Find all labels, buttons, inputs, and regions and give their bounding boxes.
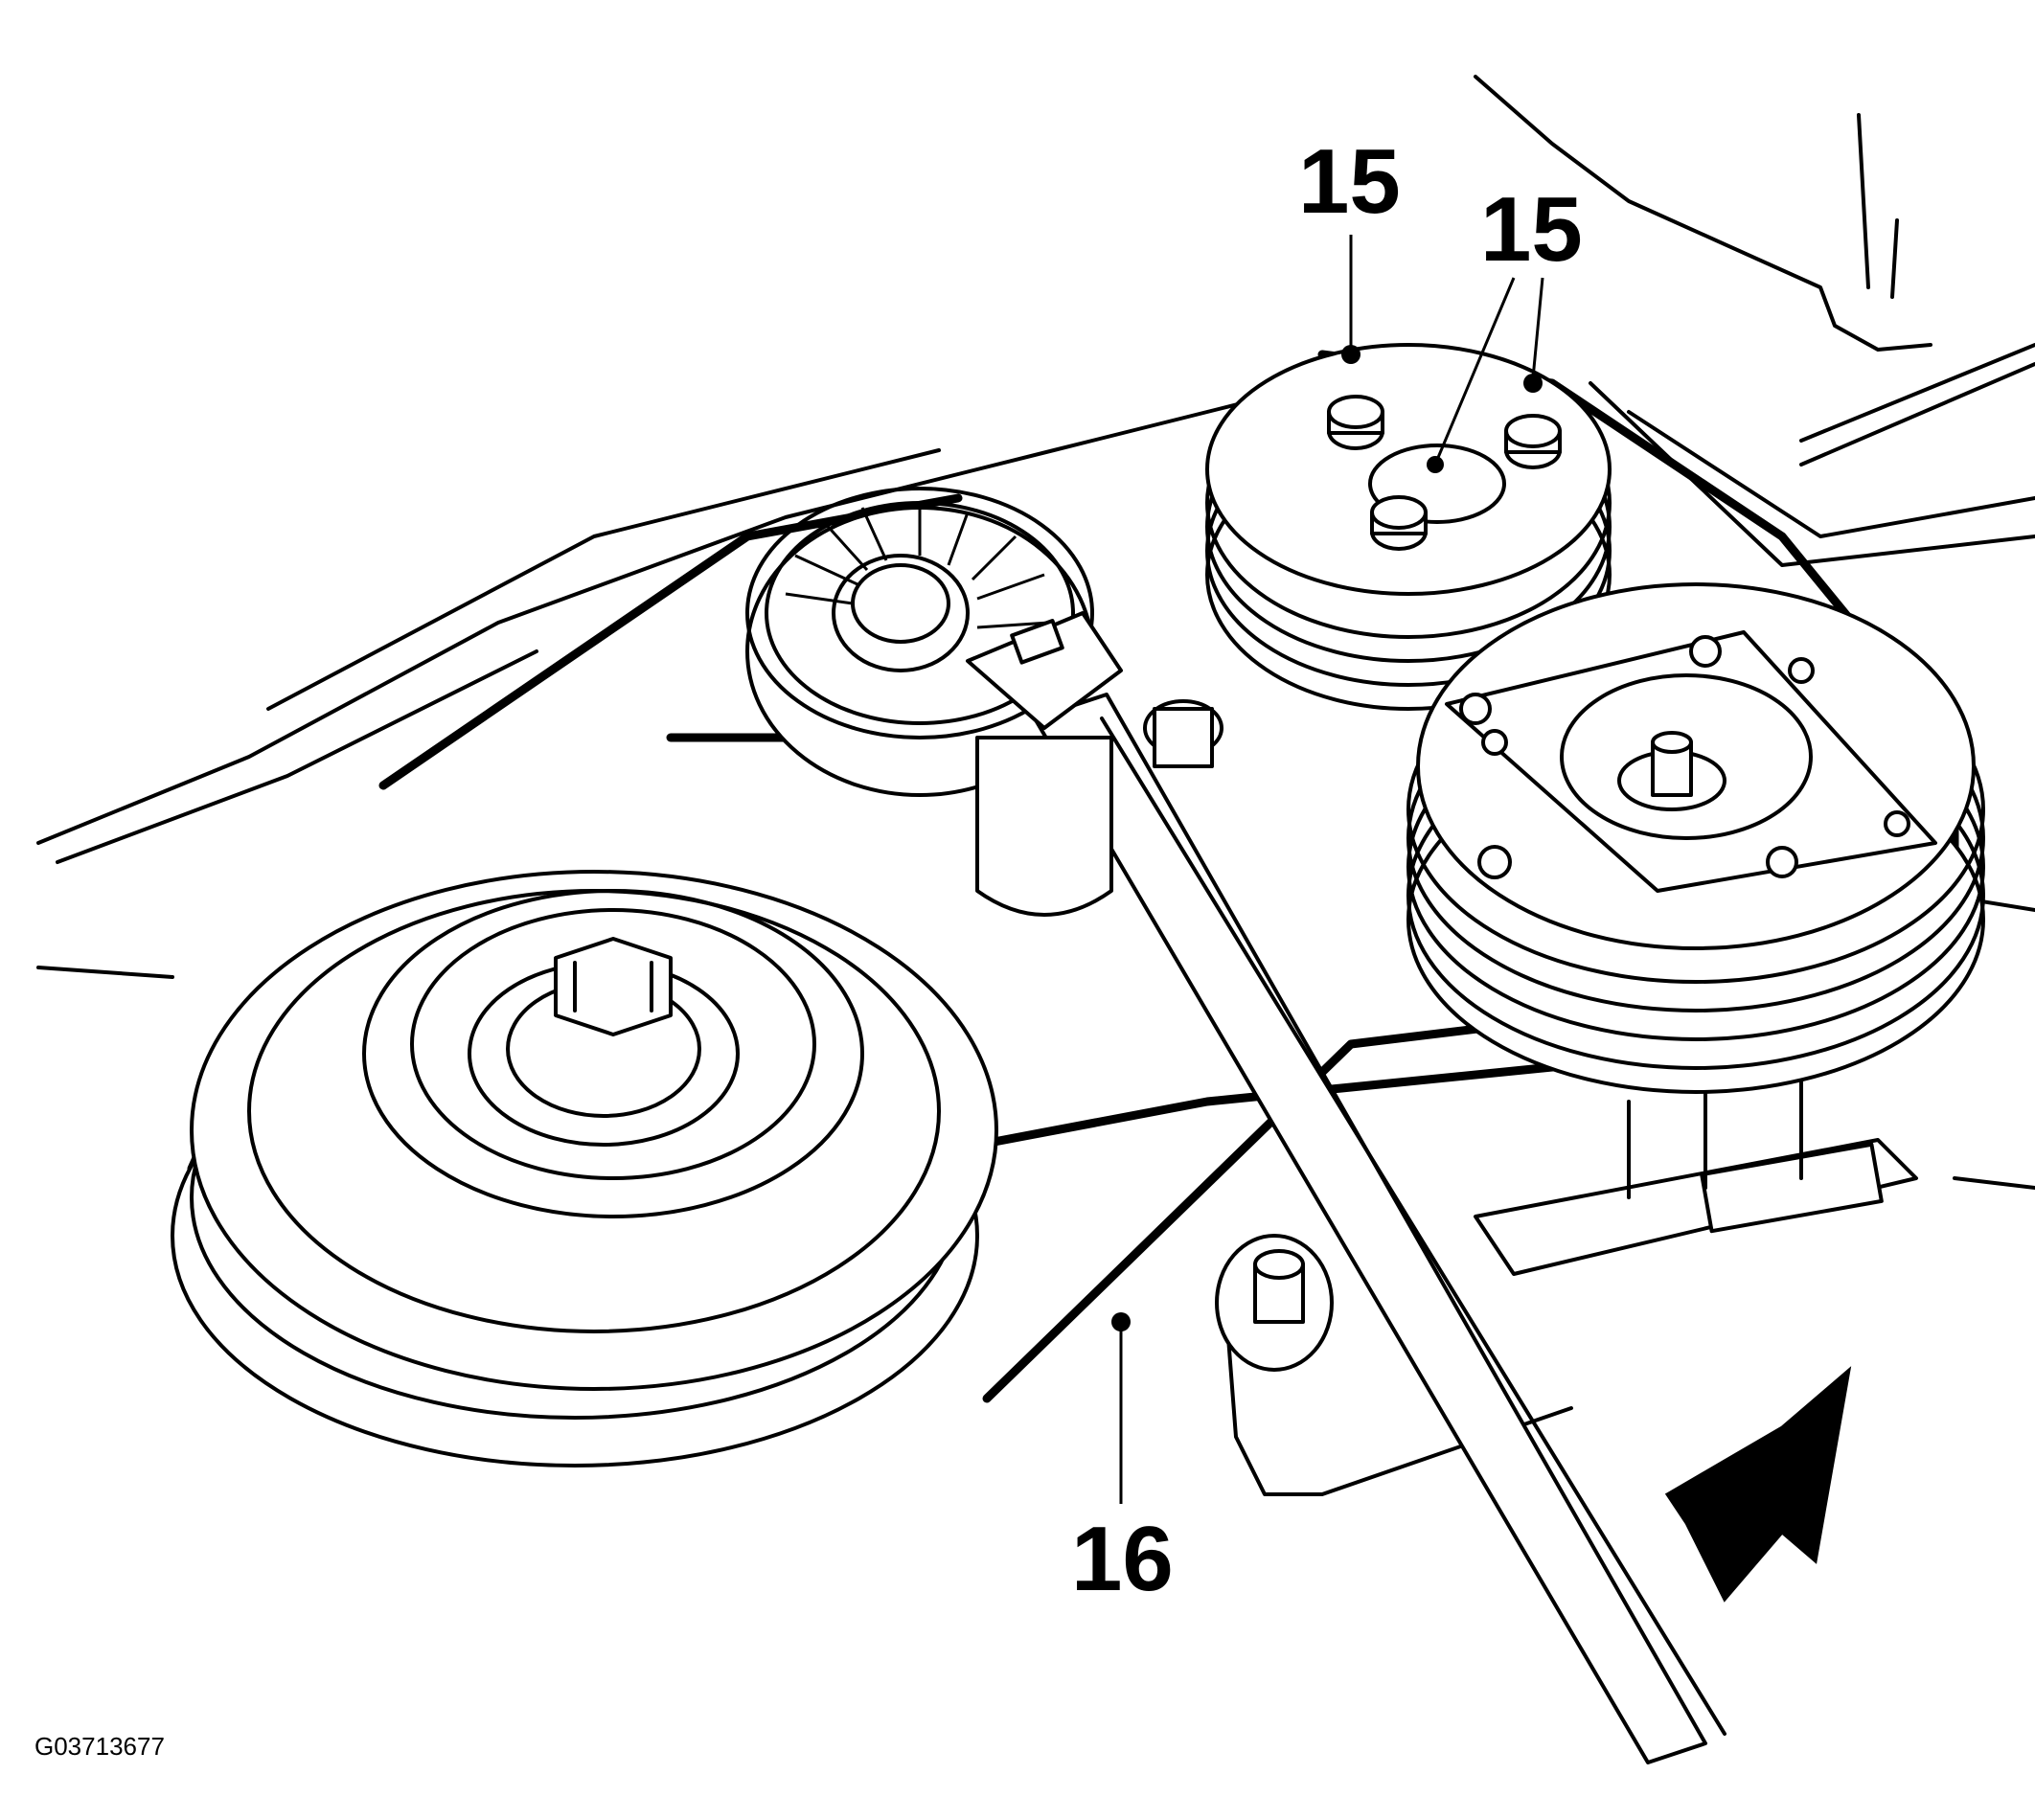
mounting-bolt	[1327, 395, 1384, 450]
direction-arrow	[1664, 1366, 1852, 1603]
drive-pulley	[171, 870, 998, 1467]
callout-15-right: 15	[1480, 178, 1583, 281]
clutch-pulley	[1406, 582, 1985, 1094]
callout-16: 16	[1071, 1508, 1174, 1610]
idler-pulley	[745, 487, 1094, 797]
wrench-bar	[966, 611, 1726, 1764]
pulley-hex-nut	[554, 937, 673, 1036]
figure-code: G03713677	[34, 1732, 165, 1761]
callout-leaders	[1111, 235, 1544, 1504]
callout-15-left: 15	[1298, 130, 1401, 233]
mounting-bolt	[1370, 495, 1428, 551]
mounting-bolt	[1504, 414, 1562, 469]
tensioner-bracket	[1215, 1081, 1918, 1496]
